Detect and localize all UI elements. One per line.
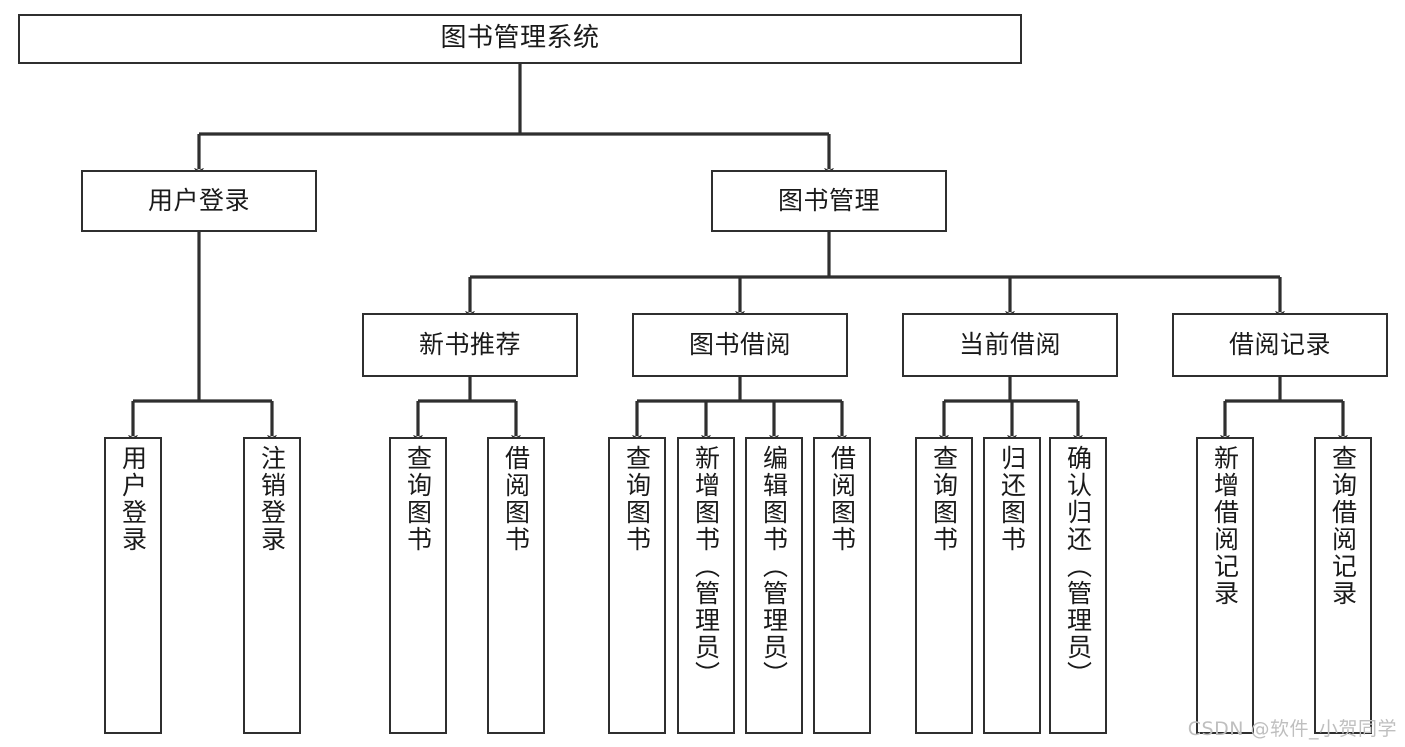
node-label: 查询图书 [622,445,652,553]
node-label: 图书管理系统 [440,23,600,54]
csdn-watermark: CSDN @软件_小贺同学 [1187,718,1397,740]
node-label: 确认归还（管理员） [1063,445,1093,688]
node-label: 编辑图书（管理员） [759,445,789,688]
node-label: 新书推荐 [418,329,521,359]
node-label: 查询图书 [929,445,959,553]
node-label: 注销登录 [257,445,287,553]
node-newbook[interactable]: 新书推荐 [362,313,578,377]
node-label: 图书管理 [777,185,880,215]
node-label: 当前借阅 [958,329,1061,359]
node-leaf-br-borrow[interactable]: 借阅图书 [813,437,871,734]
node-label: 借阅记录 [1228,329,1331,359]
node-leaf-br-query[interactable]: 查询图书 [608,437,666,734]
node-label: 新增图书（管理员） [691,445,721,688]
node-label: 查询图书 [403,445,433,553]
node-leaf-user-login[interactable]: 用户登录 [104,437,162,734]
node-label: 新增借阅记录 [1210,445,1240,607]
node-leaf-br-edit[interactable]: 编辑图书（管理员） [745,437,803,734]
node-label: 归还图书 [997,445,1027,553]
node-label: 借阅图书 [827,445,857,553]
node-label: 查询借阅记录 [1328,445,1358,607]
node-label: 用户登录 [118,445,148,553]
node-label: 借阅图书 [501,445,531,553]
node-leaf-user-logout[interactable]: 注销登录 [243,437,301,734]
node-leaf-cur-return[interactable]: 归还图书 [983,437,1041,734]
node-records[interactable]: 借阅记录 [1172,313,1388,377]
node-leaf-rec-add[interactable]: 新增借阅记录 [1196,437,1254,734]
node-leaf-br-add[interactable]: 新增图书（管理员） [677,437,735,734]
node-leaf-new-query[interactable]: 查询图书 [389,437,447,734]
node-leaf-cur-confirm[interactable]: 确认归还（管理员） [1049,437,1107,734]
node-label: 用户登录 [147,185,250,215]
node-leaf-new-borrow[interactable]: 借阅图书 [487,437,545,734]
node-bookmgmt[interactable]: 图书管理 [711,170,947,232]
node-borrow[interactable]: 图书借阅 [632,313,848,377]
node-label: 图书借阅 [688,329,791,359]
node-root[interactable]: 图书管理系统 [18,14,1022,64]
node-leaf-cur-query[interactable]: 查询图书 [915,437,973,734]
node-current[interactable]: 当前借阅 [902,313,1118,377]
node-login[interactable]: 用户登录 [81,170,317,232]
node-leaf-rec-query[interactable]: 查询借阅记录 [1314,437,1372,734]
